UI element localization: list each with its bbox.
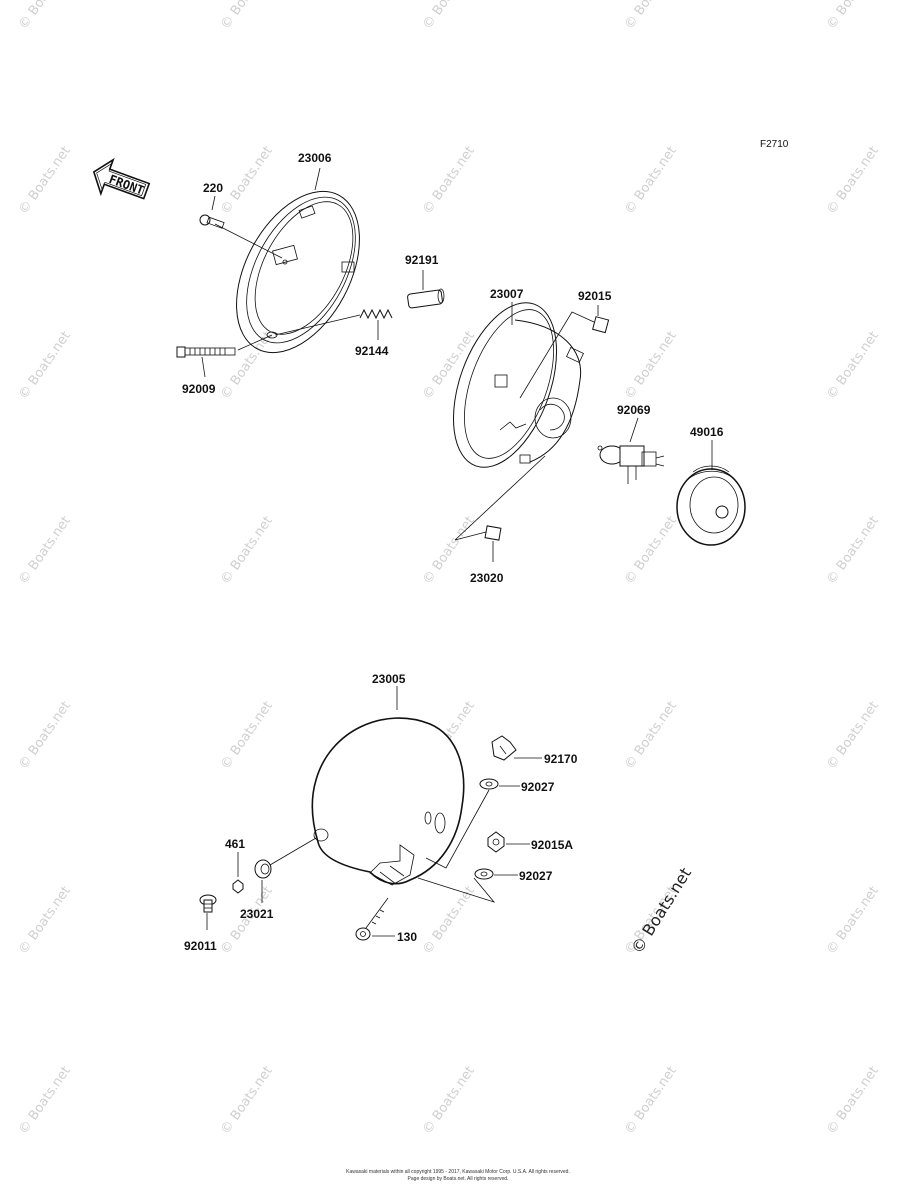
label-92069: 92069 xyxy=(617,403,651,417)
leader-92069 xyxy=(629,417,639,443)
leader-220-to-rim xyxy=(214,223,283,259)
watermark-tile: © Boats.net xyxy=(622,0,680,32)
watermark-tile: © Boats.net xyxy=(218,0,276,32)
leader-23020-to-unit xyxy=(454,455,546,541)
watermark-tile: © Boats.net xyxy=(16,144,74,218)
watermark-tile: © Boats.net xyxy=(824,514,882,588)
watermark-tile: © Boats.net xyxy=(420,0,478,32)
watermark-tile: © Boats.net xyxy=(622,144,680,218)
label-92011: 92011 xyxy=(184,939,217,953)
grommet-23021-icon xyxy=(254,859,272,879)
figure-code: F2710 xyxy=(760,139,789,150)
footer-copyright-line2: Page design by Boats.net. All rights res… xyxy=(408,1176,509,1182)
label-461: 461 xyxy=(225,837,245,851)
watermark-tile: © Boats.net xyxy=(16,0,74,32)
watermark-tile: © Boats.net xyxy=(824,0,882,32)
label-92009: 92009 xyxy=(182,382,216,396)
watermark-main: © Boats.net xyxy=(627,864,695,957)
front-arrow-icon: FRONT xyxy=(92,157,151,200)
label-92015: 92015 xyxy=(578,289,612,303)
label-92015A: 92015A xyxy=(531,838,573,852)
label-23007: 23007 xyxy=(490,287,524,301)
watermark-tile: © Boats.net xyxy=(622,329,680,403)
watermark-tile: © Boats.net xyxy=(218,1064,276,1138)
washer-92027-lower-icon xyxy=(474,868,494,880)
label-23006: 23006 xyxy=(298,151,332,165)
watermark-tile: © Boats.net xyxy=(16,884,74,958)
watermark-tile: © Boats.net xyxy=(420,329,478,403)
bolt-92011-icon xyxy=(199,894,217,913)
leader-92009-to-rim xyxy=(237,334,273,351)
watermark-tile: © Boats.net xyxy=(16,699,74,773)
watermark-tile: © Boats.net xyxy=(824,144,882,218)
label-92170: 92170 xyxy=(544,752,578,766)
watermark-tile: © Boats.net xyxy=(824,329,882,403)
spring-92144-icon xyxy=(359,308,393,320)
leader-220 xyxy=(211,195,216,211)
watermark-tile: © Boats.net xyxy=(622,699,680,773)
label-92144: 92144 xyxy=(355,344,389,358)
screw-220-icon xyxy=(199,214,225,229)
watermark-tile: © Boats.net xyxy=(824,884,882,958)
footer-copyright-line1: Kawasaki materials within all copyright … xyxy=(346,1169,570,1175)
nut-92015-icon xyxy=(592,316,610,334)
leader-92027-lower-to-housing xyxy=(417,877,496,903)
label-49016: 49016 xyxy=(690,425,724,439)
watermark-tile: © Boats.net xyxy=(420,144,478,218)
headlight-unit-23007 xyxy=(452,302,584,468)
nut-461-icon xyxy=(232,879,244,894)
label-23020: 23020 xyxy=(470,571,504,585)
washer-92027-upper-icon xyxy=(479,778,499,790)
leader-23021-to-housing xyxy=(269,837,317,866)
leader-92027-upper-to-housing xyxy=(425,789,490,869)
label-92027-upper: 92027 xyxy=(521,780,555,794)
label-92191: 92191 xyxy=(405,253,439,267)
label-92027-lower: 92027 xyxy=(519,869,553,883)
watermark-tile: © Boats.net xyxy=(16,514,74,588)
leader-92009 xyxy=(201,356,206,378)
watermark-tile: © Boats.net xyxy=(824,1064,882,1138)
bolt-130-icon xyxy=(355,897,389,941)
label-23005: 23005 xyxy=(372,672,406,686)
watermark-tile: © Boats.net xyxy=(218,144,276,218)
bracket-92170-icon xyxy=(491,735,517,761)
boot-49016-icon xyxy=(676,465,746,546)
leader-92144-to-rim xyxy=(274,314,361,336)
leader-92015-to-unit xyxy=(519,311,595,399)
collar-92191-icon xyxy=(407,288,445,309)
watermark-tile: © Boats.net xyxy=(420,884,478,958)
watermark-tile: © Boats.net xyxy=(420,1064,478,1138)
watermark-grid: © Boats.net © Boats.net © Boats.net © Boats… xyxy=(16,0,882,1137)
headlight-housing-23005 xyxy=(311,717,465,886)
label-23021: 23021 xyxy=(240,907,274,921)
leader-23006 xyxy=(314,167,321,191)
watermark-tile: © Boats.net xyxy=(16,1064,74,1138)
clip-23020-icon xyxy=(484,525,502,541)
watermark-tile: © Boats.net xyxy=(824,699,882,773)
label-130: 130 xyxy=(397,930,417,944)
watermark-tile: © Boats.net xyxy=(218,514,276,588)
bulb-92069-icon xyxy=(597,445,665,484)
watermark-tile: © Boats.net xyxy=(622,514,680,588)
watermark-tile: © Boats.net xyxy=(218,699,276,773)
bolt-92009-icon xyxy=(176,346,236,358)
headlight-rim-23006 xyxy=(236,190,360,354)
watermark-tile: © Boats.net xyxy=(622,1064,680,1138)
nut-92015A-icon xyxy=(487,831,505,853)
label-220: 220 xyxy=(203,181,223,195)
watermark-tile: © Boats.net xyxy=(16,329,74,403)
